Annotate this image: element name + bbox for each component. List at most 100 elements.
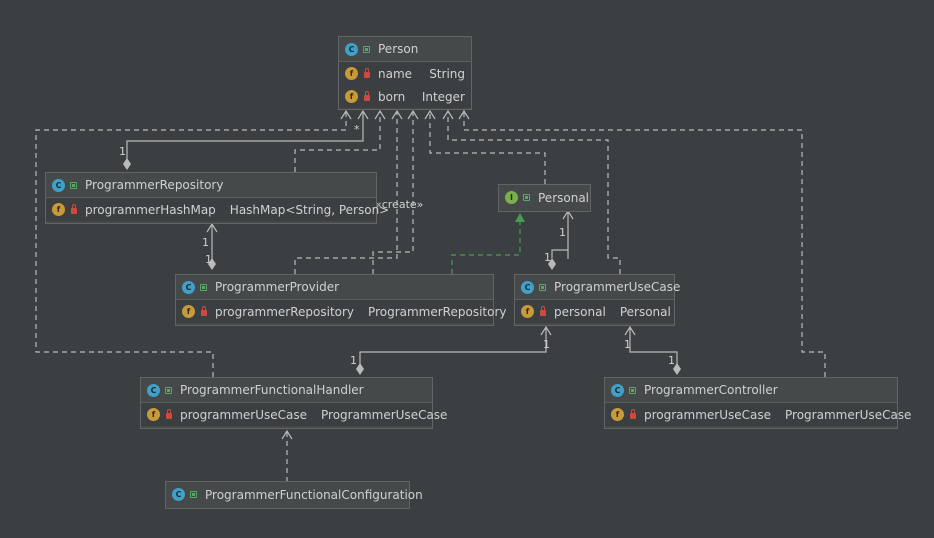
class-name: ProgrammerFunctionalHandler <box>180 383 364 397</box>
class-icon: C <box>172 488 185 501</box>
field-row[interactable]: f programmerUseCase ProgrammerUseCase <box>605 403 911 426</box>
public-visibility-icon <box>629 386 636 394</box>
class-icon: C <box>345 42 358 56</box>
arrowhead-6 <box>442 109 454 120</box>
arrowhead-repo-person <box>357 109 369 120</box>
interface-icon: I <box>505 191 518 204</box>
class-name: ProgrammerFunctionalConfiguration <box>205 487 423 502</box>
field-type: HashMap<String, Person> <box>229 202 390 217</box>
field-type: ProgrammerRepository <box>368 304 507 319</box>
class-programmer-repository[interactable]: C ProgrammerRepository f programmerHashM… <box>45 172 389 224</box>
field-icon: f <box>521 305 534 318</box>
field-type: String <box>429 66 465 81</box>
class-icon: C <box>147 383 160 397</box>
field-name: programmerUseCase <box>180 407 308 422</box>
dependency-provider-person-create <box>372 112 414 274</box>
arrowhead-4 <box>407 109 419 120</box>
class-programmer-functional-configuration[interactable]: C ProgrammerFunctionalConfiguration <box>165 481 423 509</box>
arrowhead-7 <box>458 109 470 120</box>
class-programmer-functional-handler[interactable]: C ProgrammerFunctionalHandler f programm… <box>140 377 447 429</box>
class-programmer-provider[interactable]: C ProgrammerProvider f programmerReposit… <box>175 274 507 326</box>
class-header[interactable]: C ProgrammerRepository <box>46 173 376 198</box>
private-lock-icon <box>540 305 546 316</box>
field-name: born <box>378 89 406 104</box>
class-name: ProgrammerRepository <box>85 178 224 192</box>
field-row[interactable]: f programmerRepository ProgrammerReposit… <box>176 300 507 323</box>
field-row[interactable]: f born Integer <box>339 85 471 108</box>
multiplicity-controller-usecase-bottom: 1 <box>668 354 675 367</box>
class-icon: C <box>521 280 534 294</box>
diamond-repository <box>123 158 131 170</box>
association-controller-usecase <box>629 328 678 366</box>
class-header[interactable]: C Person <box>339 37 471 62</box>
field-icon: f <box>611 408 624 421</box>
class-header[interactable]: C ProgrammerFunctionalConfiguration <box>166 482 423 507</box>
arrowhead-handler-usecase <box>540 325 552 336</box>
create-stereotype: «create» <box>375 198 424 211</box>
field-row[interactable]: f name String <box>339 62 471 85</box>
dependency-controller-person <box>463 112 826 377</box>
diamond-handler <box>356 363 364 375</box>
field-name: programmerHashMap <box>85 202 216 217</box>
field-icon: f <box>345 90 358 103</box>
class-header[interactable]: C ProgrammerUseCase <box>515 275 680 300</box>
field-icon: f <box>182 305 195 318</box>
class-header[interactable]: C ProgrammerProvider <box>176 275 493 300</box>
realization-provider-personal <box>451 222 521 274</box>
field-type: Integer <box>421 89 465 104</box>
multiplicity-repo-target: * <box>354 123 360 136</box>
association-handler-usecase <box>359 328 547 366</box>
multiplicity-provider-repo-bottom: 1 <box>205 253 212 266</box>
private-lock-icon <box>71 203 77 214</box>
interface-name: Personal <box>538 190 590 205</box>
association-repository-person <box>126 112 364 160</box>
dependency-personal-person <box>429 112 546 184</box>
diamond-usecase <box>548 258 556 270</box>
private-lock-icon <box>364 67 370 78</box>
field-row[interactable]: f programmerUseCase ProgrammerUseCase <box>141 403 447 426</box>
multiplicity-provider-repo-top: 1 <box>202 236 209 249</box>
class-header[interactable]: C ProgrammerController <box>605 378 897 403</box>
public-visibility-icon <box>523 194 530 201</box>
dependency-usecase-person <box>447 112 621 274</box>
multiplicity-controller-usecase-top: 1 <box>624 338 631 351</box>
multiplicity-handler-usecase-top: 1 <box>543 338 550 351</box>
field-name: personal <box>554 304 606 319</box>
arrowhead-5 <box>424 109 436 120</box>
dependency-provider-person-a <box>294 112 398 274</box>
private-lock-icon <box>201 305 207 316</box>
field-icon: f <box>147 408 160 421</box>
class-name: ProgrammerUseCase <box>554 280 681 294</box>
interface-personal[interactable]: I Personal <box>498 184 591 212</box>
field-row[interactable]: f programmerHashMap HashMap<String, Pers… <box>46 198 389 221</box>
field-type: ProgrammerUseCase <box>785 407 912 422</box>
arrowhead-3 <box>391 109 403 120</box>
interface-header[interactable]: I Personal <box>499 185 590 210</box>
field-icon: f <box>52 203 65 216</box>
field-row[interactable]: f personal Personal <box>515 300 674 323</box>
class-programmer-controller[interactable]: C ProgrammerController f programmerUseCa… <box>604 377 911 429</box>
field-type: Personal <box>619 304 671 319</box>
diamond-controller <box>673 363 681 375</box>
class-header[interactable]: C ProgrammerFunctionalHandler <box>141 378 432 403</box>
diamond-provider <box>208 258 216 270</box>
class-person[interactable]: C Person f name String f born Integer <box>338 36 472 110</box>
arrowhead-8 <box>281 429 293 440</box>
class-icon: C <box>52 178 65 192</box>
arrowhead-provider-repo <box>206 222 218 233</box>
field-type: ProgrammerUseCase <box>321 407 448 422</box>
public-visibility-icon <box>190 491 197 498</box>
multiplicity-handler-usecase-bottom: 1 <box>350 354 357 367</box>
class-icon: C <box>611 383 624 397</box>
class-programmer-use-case[interactable]: C ProgrammerUseCase f personal Personal <box>514 274 680 326</box>
public-visibility-icon <box>165 386 172 394</box>
arrowhead-2 <box>374 109 386 120</box>
field-name: programmerUseCase <box>644 407 772 422</box>
public-visibility-icon <box>539 283 546 291</box>
private-lock-icon <box>630 408 636 419</box>
realization-arrowhead <box>515 213 525 222</box>
class-name: Person <box>378 42 419 56</box>
multiplicity-usecase-personal-bottom: 1 <box>544 251 551 264</box>
class-name: ProgrammerController <box>644 383 778 397</box>
